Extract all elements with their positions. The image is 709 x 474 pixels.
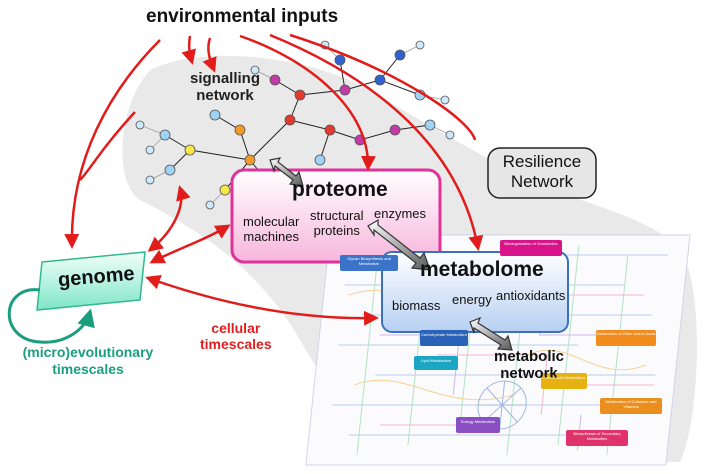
genome-metabolome-arrow (145, 274, 379, 326)
proteome-item1-line2: machines (243, 229, 299, 244)
resilience-network-box (487, 147, 597, 199)
cellular-timescales-line1: cellular (211, 320, 261, 336)
proteome-title: proteome (292, 178, 388, 201)
proteome-item-structural-proteins: structural proteins (310, 208, 363, 238)
env-to-genome-arrow (64, 39, 161, 249)
signalling-network-label: signalling network (190, 70, 260, 104)
signalling-to-genome-arrow (79, 111, 136, 181)
cellular-timescales-line2: timescales (200, 336, 272, 352)
pathway-tag-amino-acid: Amino Acid Metabolism (543, 375, 585, 380)
resilience-network-label: Resilience Network (496, 152, 588, 192)
environmental-inputs-label: environmental inputs (146, 6, 339, 27)
metabolic-network-label: metabolic network (494, 348, 564, 382)
env-to-network-arrow (289, 33, 477, 141)
proteome-item2-line1: structural (310, 208, 364, 223)
proteome-item-enzymes: enzymes (374, 206, 427, 221)
metabolic-network-line2: network (500, 365, 558, 382)
signalling-network-graph (135, 40, 455, 210)
evolutionary-timescales-line2: timescales (52, 361, 124, 377)
pathway-tag-secondary-metabolites: Biosynthesis of Secondary Metabolites (573, 431, 621, 441)
genome-box (36, 251, 146, 311)
pathway-tag-xenobiotics: Biodegradation of Xenobiotics (504, 241, 558, 246)
pathway-tag-carbohydrate: Carbohydrate Metabolism (421, 332, 467, 337)
pathway-tag-cofactors-vitamins: Metabolism of Cofactors and Vitamins (605, 399, 657, 409)
pathway-tag-glycan: Glycan Biosynthesis and Metabolism (347, 256, 391, 266)
env-to-signalling-arrow-2 (181, 35, 196, 65)
genome-proteome-arrow (149, 224, 231, 264)
env-to-metabolome-arrow (269, 33, 484, 251)
env-to-signalling-arrow-1 (202, 37, 217, 73)
metabolome-item-energy: energy (452, 292, 492, 307)
proteome-item2-line2: proteins (313, 223, 360, 238)
signalling-network-label-line2: network (196, 87, 254, 104)
pathway-tag-boxes (340, 240, 662, 446)
metabolome-item-biomass: biomass (392, 298, 441, 313)
evolutionary-loop-arrow (7, 288, 95, 344)
resilience-network-label-line1: Resilience (502, 152, 582, 171)
evolutionary-timescales-label: (micro)evolutionary timescales (8, 344, 168, 378)
proteome-metabolome-arrow (367, 218, 431, 271)
pathway-tag-other-amino-acids: Metabolism of Other Amino Acids (596, 331, 656, 336)
env-to-proteome-arrow (239, 34, 376, 171)
proteome-item1-line1: molecular (243, 214, 300, 229)
signalling-network-label-line1: signalling (190, 70, 261, 87)
metabolome-title: metabolome (420, 258, 544, 281)
cellular-timescales-label: cellular timescales (200, 320, 272, 352)
pathway-tag-energy: Energy Metabolism (460, 419, 496, 424)
signalling-proteome-arrow (269, 157, 304, 187)
resilience-network-label-line2: Network (510, 172, 574, 191)
evolutionary-timescales-line1: (micro)evolutionary (22, 344, 154, 360)
metabolome-item-antioxidants: antioxidants (496, 288, 566, 303)
pathway-tag-lipid: Lipid Metabolism (420, 358, 451, 363)
metabolic-network-line1: metabolic (494, 348, 565, 365)
metabolome-network-arrow (469, 316, 513, 351)
proteome-item-molecular-machines: molecular machines (243, 214, 299, 244)
metabolome-box (381, 251, 569, 333)
